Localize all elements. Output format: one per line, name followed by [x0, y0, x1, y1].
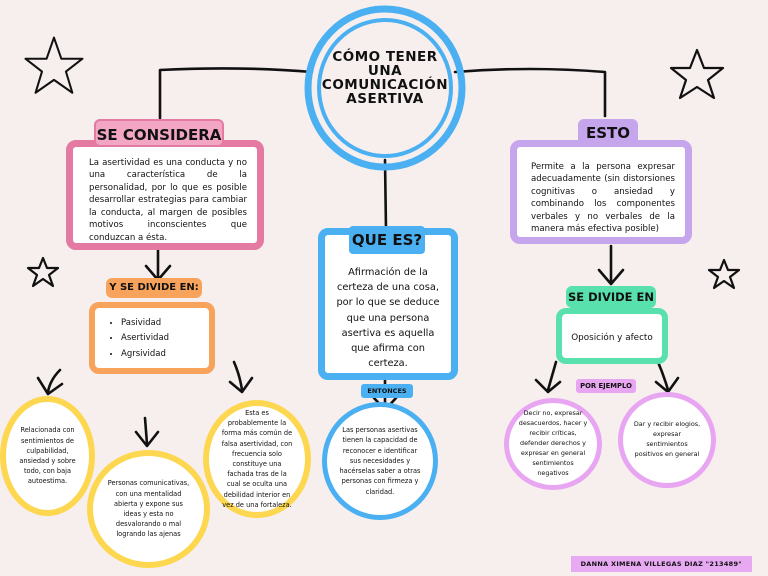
left-header: SE CONSIDERA	[94, 119, 224, 147]
connector-center-right	[453, 67, 607, 118]
author-footer: DANNA XIMENA VILLEGAS DIAZ "213489"	[570, 556, 752, 572]
connector-center-left	[158, 67, 314, 120]
center-title-line: UNA	[367, 63, 403, 79]
center-title-line: COMUNICACIÓN	[321, 77, 449, 93]
star-icon	[26, 256, 60, 288]
right-bubble-1: Decir no, expresar desacuerdos, hacer y …	[504, 398, 602, 490]
arrow-right-sub	[597, 244, 625, 286]
left-definition-text: La asertividad es una conducta y no una …	[89, 158, 247, 243]
left-subheader: Y SE DIVIDE EN:	[106, 278, 202, 298]
middle-bubble: Las personas asertivas tienen la capacid…	[322, 402, 438, 520]
star-icon	[669, 48, 725, 100]
left-bubble-1: Relacionada con sentimientos de culpabil…	[0, 396, 95, 516]
arrow-left-sub	[144, 248, 172, 282]
arrow-left-bubble-2	[134, 416, 160, 448]
bubble-text: Dar y recibir elogios, expresar sentimie…	[633, 420, 701, 458]
arrow-right-bubble-2	[654, 360, 680, 394]
center-ring-outer	[304, 5, 466, 171]
right-subheader: SE DIVIDE EN	[566, 286, 656, 308]
arrow-left-bubble-3	[228, 360, 254, 394]
left-division-list: Pasividad Asertividad Agrsividad	[99, 316, 205, 362]
right-bubble-2: Dar y recibir elogios, expresar sentimie…	[618, 392, 716, 488]
bubble-text: Relacionada con sentimientos de culpabil…	[19, 426, 76, 486]
bubble-text: Decir no, expresar desacuerdos, hacer y …	[518, 409, 588, 477]
list-item: Asertividad	[121, 331, 205, 346]
arrow-right-bubble-1	[534, 360, 562, 394]
bubble-text: Las personas asertivas tienen la capacid…	[339, 426, 421, 496]
list-item: Pasividad	[121, 316, 205, 331]
bubble-text: Personas comunicativas, con una mentalid…	[107, 479, 190, 539]
arrow-left-bubble-1	[36, 368, 64, 396]
left-definition-box: La asertividad es una conducta y no una …	[66, 140, 264, 250]
center-title-line: CÓMO TENER	[332, 49, 438, 65]
right-definition-box: Permite a la persona expresar adecuadame…	[510, 140, 692, 244]
bubble-text: Esta es probablemente la forma más común…	[221, 408, 293, 509]
center-title-line: ASERTIVA	[346, 91, 424, 107]
middle-definition-text: Afirmación de la certeza de una cosa, po…	[336, 267, 440, 370]
right-subheader-2: POR EJEMPLO	[576, 379, 636, 393]
connector-center-middle	[383, 158, 388, 232]
middle-subheader: ENTONCES	[361, 384, 413, 398]
left-bubble-2: Personas comunicativas, con una mentalid…	[87, 450, 210, 568]
star-icon	[24, 36, 84, 94]
star-icon	[707, 258, 741, 290]
left-division-box: Pasividad Asertividad Agrsividad	[89, 302, 215, 374]
right-definition-text: Permite a la persona expresar adecuadame…	[531, 162, 675, 235]
middle-header: QUE ES?	[349, 226, 425, 254]
center-title: CÓMO TENER UNA COMUNICACIÓN ASERTIVA	[320, 50, 450, 106]
list-item: Agrsividad	[121, 347, 205, 362]
right-division-item: Oposición y afecto	[571, 333, 653, 343]
right-header: ESTO	[578, 119, 638, 147]
right-division-box: Oposición y afecto	[556, 308, 668, 364]
center-ring-inner	[317, 18, 453, 158]
left-bubble-3: Esta es probablemente la forma más común…	[203, 400, 311, 518]
